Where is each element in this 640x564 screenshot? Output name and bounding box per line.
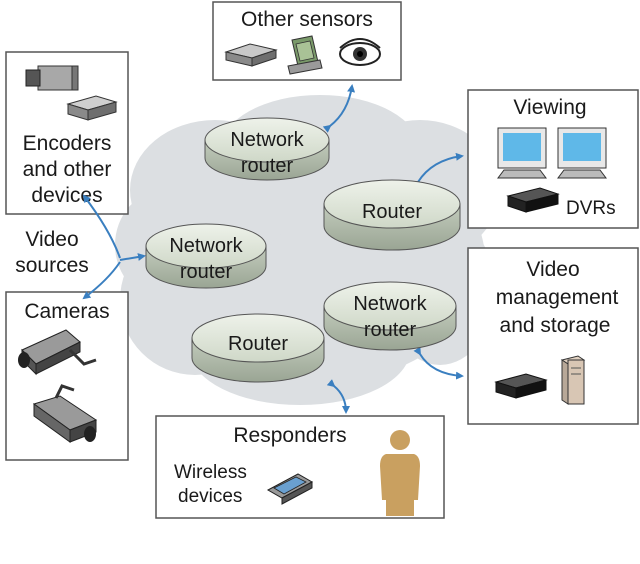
connectors — [82, 84, 464, 414]
wireless-line-1: Wireless — [174, 462, 247, 483]
video-management-box: Video management and storage — [467, 247, 639, 425]
arrow-encoders — [82, 194, 121, 259]
router-network-router-top: Network router — [204, 117, 330, 181]
encoder-device-icon — [66, 95, 118, 121]
router-right-line-1: Router — [362, 201, 422, 223]
router-top-line-1: Network — [230, 129, 304, 151]
video-management-line-3: and storage — [500, 314, 611, 337]
encoders-box: Encoders and other devices — [5, 51, 129, 215]
video-sources-line-1: Video — [25, 228, 78, 251]
arrow-to-router — [119, 253, 146, 261]
router-bottom-left-line-1: Router — [228, 333, 288, 355]
wireless-line-2: devices — [178, 486, 242, 507]
arrow-management — [413, 346, 464, 380]
responders-box: Responders Wireless devices — [155, 415, 445, 519]
arrow-sensors — [322, 84, 356, 133]
server-tower-icon — [560, 355, 586, 405]
router-top-line-2: router — [241, 155, 294, 177]
router-left-line-1: Network — [169, 235, 243, 257]
arrow-cameras — [82, 261, 121, 300]
router-bottom-right-line-2: router — [364, 319, 417, 341]
encoders-line-2: and other — [23, 158, 112, 181]
encoders-line-1: Encoders — [23, 132, 112, 155]
router-left-line-2: router — [180, 261, 233, 283]
person-icon — [380, 430, 420, 516]
router-router-bottom-left: Router — [191, 313, 325, 383]
eye-scanner-icon — [339, 38, 381, 66]
cameras-box: Cameras — [5, 291, 129, 461]
card-reader-icon — [287, 35, 323, 75]
arrow-responders — [326, 379, 350, 414]
router-router-right: Router — [323, 179, 461, 251]
video-management-line-2: management — [496, 286, 619, 309]
viewing-box: Viewing DVRs — [467, 89, 639, 229]
encoders-line-3: devices — [31, 184, 102, 207]
storage-device-icon — [494, 373, 548, 399]
other-sensors-title: Other sensors — [241, 8, 373, 31]
security-camera-icon-2 — [32, 384, 98, 443]
encoder-camera-icon — [25, 65, 79, 91]
monitor-icon — [497, 127, 547, 179]
video-management-line-1: Video — [526, 258, 579, 281]
security-camera-icon — [18, 329, 97, 376]
video-sources-line-2: sources — [15, 254, 89, 277]
responders-title: Responders — [233, 424, 346, 447]
video-sources-label: Video sources — [15, 228, 89, 277]
router-network-router-left: Network router — [145, 223, 267, 289]
other-sensors-box: Other sensors — [212, 1, 402, 81]
cameras-title: Cameras — [24, 300, 109, 323]
viewing-title: Viewing — [513, 96, 586, 119]
router-bottom-right-line-1: Network — [353, 293, 427, 315]
sensor-device-icon — [224, 43, 278, 67]
dvr-icon — [506, 187, 560, 213]
wireless-device-icon — [266, 473, 314, 505]
dvrs-label: DVRs — [566, 198, 616, 219]
router-network-router-bottom-right: Network router — [323, 281, 457, 351]
monitor-icon-2 — [557, 127, 607, 179]
arrow-viewing — [411, 152, 464, 190]
